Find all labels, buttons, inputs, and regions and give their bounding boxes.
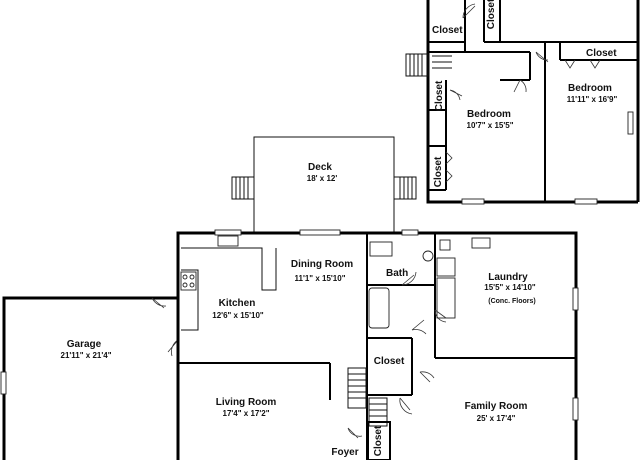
room-dims-garage: 21'11" x 21'4" <box>61 351 112 360</box>
room-label-bath: Bath <box>386 268 408 279</box>
room-label-closet-top: Closet <box>432 25 463 36</box>
room-label-foyer: Foyer <box>331 447 358 458</box>
laundry-dryer <box>436 277 456 319</box>
door-swing <box>589 59 601 69</box>
room-label-bedroom-right: Bedroom <box>568 83 612 94</box>
door-swing <box>347 427 363 439</box>
room-note-laundry: (Conc. Floors) <box>488 298 535 305</box>
main-floor: Dining Room 11'1" x 15'10" Bath Laundry … <box>176 229 579 460</box>
window <box>572 397 579 421</box>
bath-vanity <box>369 241 393 257</box>
burner <box>182 274 188 280</box>
room-dims-bedroom-right: 11'11" x 16'9" <box>567 95 618 104</box>
utility-sink <box>471 237 491 249</box>
upper-floor: Closet Closet Closet Closet Closet Bedro… <box>405 0 640 205</box>
window <box>461 198 485 205</box>
room-label-dining: Dining Room <box>291 259 353 270</box>
window <box>627 111 634 135</box>
water-heater <box>439 239 451 251</box>
garage: Garage 21'11" x 21'4" <box>0 296 180 460</box>
window <box>574 198 598 205</box>
foyer-closet <box>367 421 391 460</box>
room-dims-deck: 18' x 12' <box>307 174 338 183</box>
room-label-laundry: Laundry <box>488 272 528 283</box>
toilet <box>422 250 434 262</box>
room-label-bedroom-left: Bedroom <box>467 109 511 120</box>
room-label-living: Living Room <box>216 397 277 408</box>
room-dims-laundry: 15'5" x 14'10" <box>484 283 536 292</box>
interior-stair <box>347 367 367 409</box>
door-swing <box>445 151 453 165</box>
window <box>299 229 341 236</box>
door-swing <box>445 169 453 183</box>
upper-stair <box>405 53 429 77</box>
room-label-closet-top-right: Closet <box>586 48 617 59</box>
door-swing <box>401 271 417 286</box>
door-swing <box>449 89 463 101</box>
deck-stair-right <box>393 176 417 200</box>
deck-outline <box>253 136 395 234</box>
door-swing <box>151 297 167 309</box>
burner <box>182 282 188 288</box>
door-swing <box>399 397 413 415</box>
room-label-closet-upper-stair: Closet <box>434 80 445 111</box>
interior-stair <box>368 397 388 427</box>
kitchen-counter <box>181 247 277 331</box>
room-dims-kitchen: 12'6" x 15'10" <box>212 311 264 320</box>
room-dims-dining: 11'1" x 15'10" <box>295 274 346 283</box>
door-swing <box>564 59 576 69</box>
window <box>572 287 579 311</box>
room-label-deck: Deck <box>308 162 332 173</box>
window <box>214 229 242 236</box>
laundry-washer <box>436 257 456 277</box>
burner <box>189 274 195 280</box>
door-swing <box>411 319 427 335</box>
room-label-closet-upper-mid: Closet <box>433 156 444 187</box>
room-dims-living: 17'4" x 17'2" <box>223 409 270 418</box>
deck-stair-left <box>231 176 255 200</box>
door-swing <box>434 309 447 323</box>
door-swing <box>535 51 549 63</box>
window <box>0 371 7 395</box>
main-floor-outer-wall <box>176 231 578 460</box>
window <box>401 229 419 236</box>
room-label-closet-mid: Closet <box>374 356 405 367</box>
door-swing <box>513 79 527 93</box>
kitchen-sink <box>217 235 239 247</box>
bathtub <box>368 287 390 329</box>
door-swing <box>462 3 476 19</box>
burner <box>189 282 195 288</box>
kitchen-stove <box>180 271 197 291</box>
room-label-family: Family Room <box>465 401 528 412</box>
room-label-closet-top-partial: Closet <box>486 0 497 29</box>
room-dims-bedroom-left: 10'7" x 15'5" <box>467 121 514 130</box>
garage-wall <box>2 296 180 460</box>
room-dims-family: 25' x 17'4" <box>477 414 516 423</box>
deck: Deck 18' x 12' <box>231 136 417 234</box>
room-label-kitchen: Kitchen <box>219 298 256 309</box>
room-label-garage: Garage <box>67 339 102 350</box>
room-label-closet-foyer: Closet <box>373 425 384 456</box>
door-swing <box>419 371 435 383</box>
